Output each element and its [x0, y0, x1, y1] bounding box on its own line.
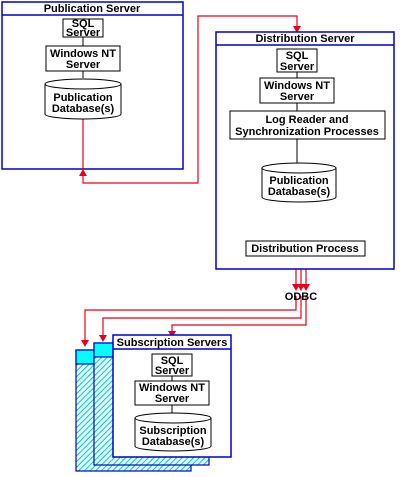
pub-sql-server-box: [62, 18, 104, 38]
subscription-servers-frame: Subscription Servers SQL Server Windows …: [112, 334, 232, 458]
pub-sql-server-label-1: SQL: [72, 18, 95, 30]
dist-windows-nt-box: [259, 77, 335, 104]
dist-sql-server-box: [276, 48, 318, 73]
distribution-server-title: Distribution Server: [255, 33, 355, 45]
dist-database-cylinder: [261, 162, 337, 203]
log-reader-box: [229, 110, 386, 140]
dist-database-label-1: Publication: [269, 175, 329, 187]
sub-sql-server-label-2: Server: [155, 365, 190, 377]
arrowhead-odbc-3: [302, 284, 310, 291]
subscription-servers-title: Subscription Servers: [117, 337, 228, 349]
dist-sql-server-label-2: Server: [280, 61, 315, 73]
subscription-tab-middle: [93, 342, 114, 358]
connector-pub-to-dist: [82, 15, 298, 184]
sub-windows-nt-label-1: Windows NT: [139, 382, 205, 394]
dist-sql-server-label-1: SQL: [286, 50, 309, 62]
arrowhead-dist-top: [293, 26, 301, 33]
sub-windows-nt-label-2: Server: [155, 393, 190, 405]
dist-windows-nt-label-2: Server: [280, 91, 315, 103]
sub-sql-server-label-1: SQL: [161, 355, 184, 367]
pub-windows-nt-box: [45, 45, 121, 72]
log-reader-label-2: Synchronization Processes: [235, 126, 379, 138]
odbc-label: ODBC: [285, 291, 317, 303]
dist-database-label-2: Database(s): [268, 186, 331, 198]
dist-windows-nt-label-1: Windows NT: [264, 80, 330, 92]
pub-database-label-1: Publication: [53, 92, 113, 104]
pub-windows-nt-label-1: Windows NT: [50, 48, 116, 60]
arrowhead-sub-1: [81, 340, 89, 347]
connector-odbc-to-sub-1: [84, 296, 297, 342]
subscription-tab-back: [75, 349, 95, 365]
sub-windows-nt-box: [134, 380, 210, 406]
sub-database-cylinder: [134, 412, 212, 452]
distribution-process-box: [245, 240, 366, 257]
pub-database-label-2: Database(s): [52, 103, 115, 115]
sub-database-label-2: Database(s): [142, 436, 205, 448]
arrowhead-sub-2: [99, 335, 107, 342]
sub-database-label-1: Subscription: [139, 425, 207, 437]
pub-sql-server-label-2: Server: [66, 27, 101, 39]
connector-odbc-to-sub-2: [102, 296, 302, 337]
sub-sql-server-box: [151, 353, 193, 377]
publication-server-title: Publication Server: [44, 3, 141, 15]
distribution-server-frame: Distribution Server SQL Server Windows N…: [215, 31, 395, 270]
arrowhead-pub-bottom: [79, 169, 87, 176]
arrowheads: [79, 26, 310, 347]
distribution-process-label: Distribution Process: [251, 243, 359, 255]
publication-server-frame: Publication Server SQL Server Windows NT…: [1, 1, 184, 172]
log-reader-label-1: Log Reader and: [265, 114, 348, 126]
pub-windows-nt-label-2: Server: [66, 59, 101, 71]
connector-odbc-to-sub-3: [171, 296, 307, 333]
pub-database-cylinder: [44, 78, 122, 120]
